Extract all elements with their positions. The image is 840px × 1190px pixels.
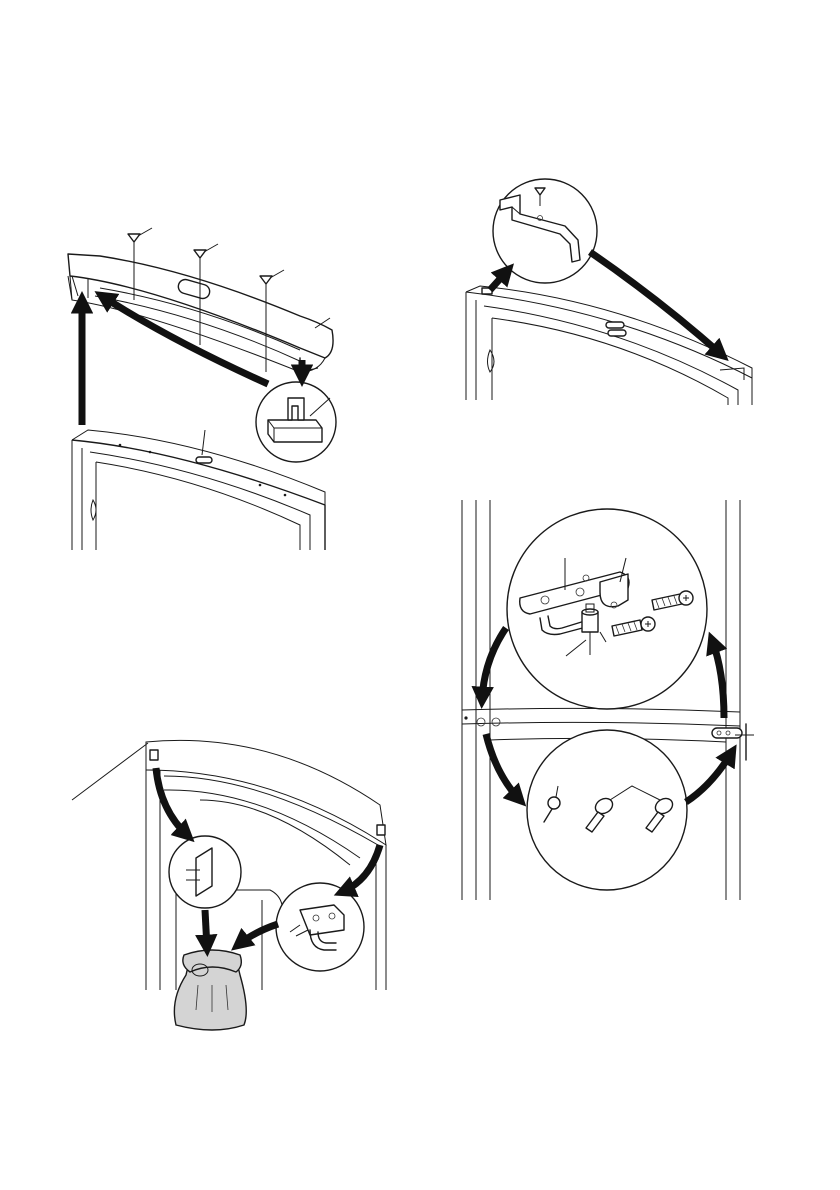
pin-icon — [169, 836, 241, 908]
arrow-icon — [712, 640, 724, 718]
figure-top-cover-removal — [68, 228, 336, 550]
arrow-icon — [482, 628, 506, 700]
hinge-plate-icon — [507, 509, 707, 709]
arrow-icon — [156, 768, 188, 836]
bag-icon — [174, 950, 246, 1030]
arrow-icon — [590, 252, 722, 355]
figure-parts-storage — [72, 740, 386, 1030]
arrow-icon — [205, 910, 207, 948]
arrow-icon — [238, 924, 278, 945]
hinge-bracket-icon — [493, 179, 597, 283]
arrow-icon — [342, 845, 380, 892]
arrow-icon — [686, 752, 732, 802]
hinge-bracket-icon — [276, 883, 364, 971]
figure-top-hinge-detail — [466, 179, 752, 405]
arrow-icon — [486, 734, 520, 800]
arrow-icon — [490, 270, 508, 290]
hinge-cover-icon — [256, 382, 336, 462]
figure-middle-hinge-swap — [462, 500, 754, 900]
plug-icon — [527, 730, 687, 890]
